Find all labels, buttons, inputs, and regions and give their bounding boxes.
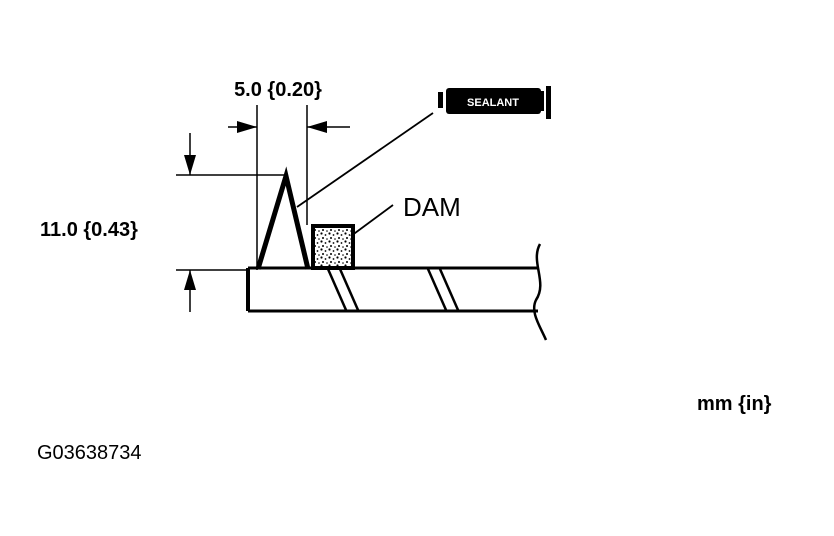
dam-label: DAM — [403, 192, 461, 222]
units-label: mm {in} — [697, 393, 772, 415]
sealant-bead — [255, 166, 311, 270]
width-dimension-label: 5.0 {0.20} — [234, 79, 322, 101]
figure-id: G03638734 — [37, 442, 142, 464]
width-dimension — [228, 105, 350, 270]
height-dimension-label: 11.0 {0.43} — [40, 219, 138, 241]
dam-block — [311, 224, 355, 270]
sealant-leader — [296, 112, 434, 208]
height-dimension — [176, 133, 287, 312]
base-plate — [246, 243, 548, 341]
sealant-tube-label: SEALANT — [467, 97, 519, 109]
dam-leader — [350, 204, 394, 237]
sealant-tube-icon: SEALANT — [438, 86, 551, 119]
